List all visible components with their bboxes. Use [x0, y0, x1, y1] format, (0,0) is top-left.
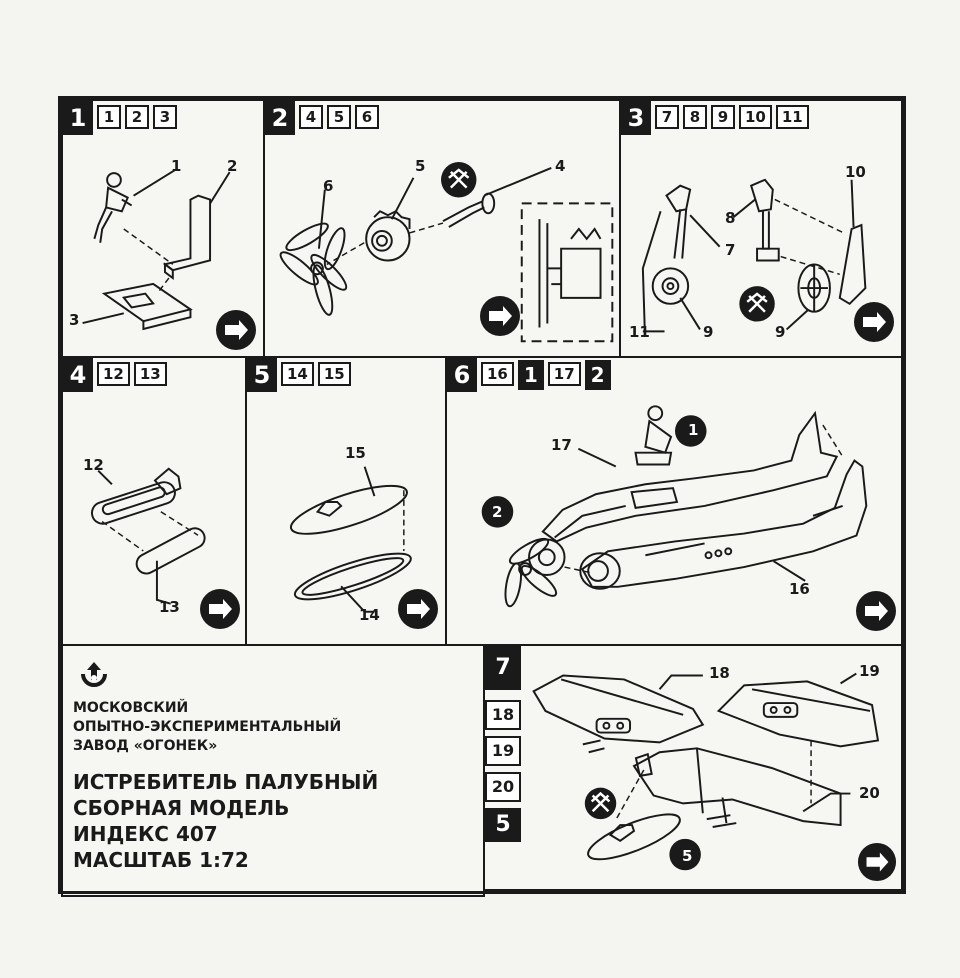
- part-label: 8: [725, 209, 736, 227]
- part-label: 16: [789, 580, 810, 598]
- step-2-drawing: [279, 162, 614, 343]
- step-number: 7: [485, 646, 521, 690]
- product-scale: МАСШТАБ 1:72: [73, 848, 249, 872]
- step-number: 5: [247, 358, 277, 392]
- step-1-panel: 1 1 2 3: [61, 99, 265, 358]
- part-label: 2: [227, 157, 238, 175]
- no-glue-icon: [584, 787, 617, 820]
- part-label: 1: [171, 157, 182, 175]
- part-number-box: 12: [97, 362, 130, 386]
- step-number: 6: [447, 358, 477, 392]
- step-1-drawing: [82, 169, 231, 331]
- part-number-box: 4: [299, 105, 323, 129]
- no-glue-icon: [441, 162, 477, 198]
- instruction-sheet: 1 1 2 3: [58, 96, 906, 897]
- subassembly-ref-box: 5: [485, 808, 521, 842]
- step-3-drawing: [641, 178, 867, 333]
- part-label: 20: [859, 784, 880, 802]
- factory-logo-icon: [81, 662, 107, 687]
- next-step-arrow-icon: [398, 589, 438, 629]
- part-number-box: 10: [739, 105, 772, 129]
- part-label: 6: [323, 177, 334, 195]
- part-label: 4: [555, 157, 566, 175]
- step-1-header: 1 1 2 3: [63, 101, 177, 135]
- no-glue-icon: [739, 286, 775, 322]
- callout-number: 1: [688, 421, 699, 439]
- part-number-box: 13: [133, 362, 167, 386]
- subassembly-1-callout: [674, 415, 707, 447]
- part-number-box: 15: [317, 362, 351, 386]
- step-4-panel: 4 12 13 12 13: [61, 356, 247, 646]
- part-label: 15: [345, 444, 366, 462]
- step-7-drawing: [532, 672, 880, 871]
- part-number-box: 17: [547, 362, 581, 386]
- part-number-box: 7: [655, 105, 679, 129]
- subassembly-ref-box: 2: [584, 360, 611, 390]
- part-label: 12: [83, 456, 104, 474]
- product-subtitle: СБОРНАЯ МОДЕЛЬ: [73, 796, 290, 820]
- part-label: 17: [551, 436, 572, 454]
- step-4-drawing: [90, 467, 206, 605]
- next-step-arrow-icon: [216, 310, 256, 350]
- part-number-box: 14: [281, 362, 314, 386]
- part-label: 7: [725, 241, 736, 259]
- manufacturer-line: ЗАВОД «ОГОНЕК»: [73, 738, 218, 754]
- step-6-header: 6 16 1 17 2: [447, 358, 611, 392]
- part-label: 5: [415, 157, 426, 175]
- subassembly-2-callout: [481, 496, 514, 528]
- part-number-box: 3: [153, 105, 177, 129]
- info-panel: МОСКОВСКИЙ ОПЫТНО-ЭКСПЕРИМЕНТАЛЬНЫЙ ЗАВО…: [61, 644, 485, 897]
- manufacturer-line: МОСКОВСКИЙ: [73, 700, 189, 716]
- step-2-panel: 2 4 5 6: [263, 99, 621, 358]
- subassembly-5-callout: [669, 838, 701, 871]
- part-number-box: 9: [711, 105, 735, 129]
- step-number: 4: [63, 358, 93, 392]
- next-step-arrow-icon: [856, 591, 896, 631]
- product-index: ИНДЕКС 407: [73, 822, 218, 846]
- step-2-header: 2 4 5 6: [265, 101, 379, 135]
- part-number-box: 19: [485, 736, 521, 766]
- part-number-box: 8: [683, 105, 707, 129]
- step-number: 1: [63, 101, 93, 135]
- part-number-box: 20: [485, 772, 521, 802]
- part-number-box: 6: [355, 105, 379, 129]
- step-5-panel: 5 14 15 15 14: [245, 356, 447, 646]
- subassembly-ref-box: 1: [517, 360, 544, 390]
- part-number-box: 18: [485, 700, 521, 730]
- step-number: 2: [265, 101, 295, 135]
- step-3-header: 3 7 8 9 10 11: [621, 101, 809, 135]
- step-5-header: 5 14 15: [247, 358, 351, 392]
- part-label: 14: [359, 606, 380, 624]
- part-number-box: 1: [97, 105, 121, 129]
- part-label: 3: [69, 311, 80, 329]
- part-label: 13: [159, 598, 180, 616]
- part-number-box: 11: [775, 105, 809, 129]
- step-3-panel: 3 7 8 9 10 11: [619, 99, 903, 358]
- part-label: 19: [859, 662, 880, 680]
- callout-number: 2: [492, 503, 503, 521]
- manufacturer-line: ОПЫТНО-ЭКСПЕРИМЕНТАЛЬНЫЙ: [73, 719, 342, 735]
- step-4-header: 4 12 13: [63, 358, 167, 392]
- part-number-box: 2: [125, 105, 149, 129]
- step-6-drawing: [481, 405, 868, 608]
- step-number: 3: [621, 101, 651, 135]
- step-5-drawing: [289, 466, 412, 613]
- part-label: 9: [775, 323, 786, 341]
- next-step-arrow-icon: [480, 296, 520, 336]
- next-step-arrow-icon: [857, 842, 897, 882]
- part-label: 10: [845, 163, 866, 181]
- part-number-box: 5: [327, 105, 351, 129]
- product-title: ИСТРЕБИТЕЛЬ ПАЛУБНЫЙ: [73, 770, 379, 794]
- part-label: 9: [703, 323, 714, 341]
- part-number-box: 16: [481, 362, 514, 386]
- next-step-arrow-icon: [854, 302, 894, 342]
- part-label: 18: [709, 664, 730, 682]
- callout-number: 5: [682, 847, 693, 865]
- part-label: 11: [629, 323, 650, 341]
- next-step-arrow-icon: [200, 589, 240, 629]
- step-7-panel: 7 18 19 20 5: [483, 644, 903, 891]
- step-6-panel: 6 16 1 17 2: [445, 356, 903, 646]
